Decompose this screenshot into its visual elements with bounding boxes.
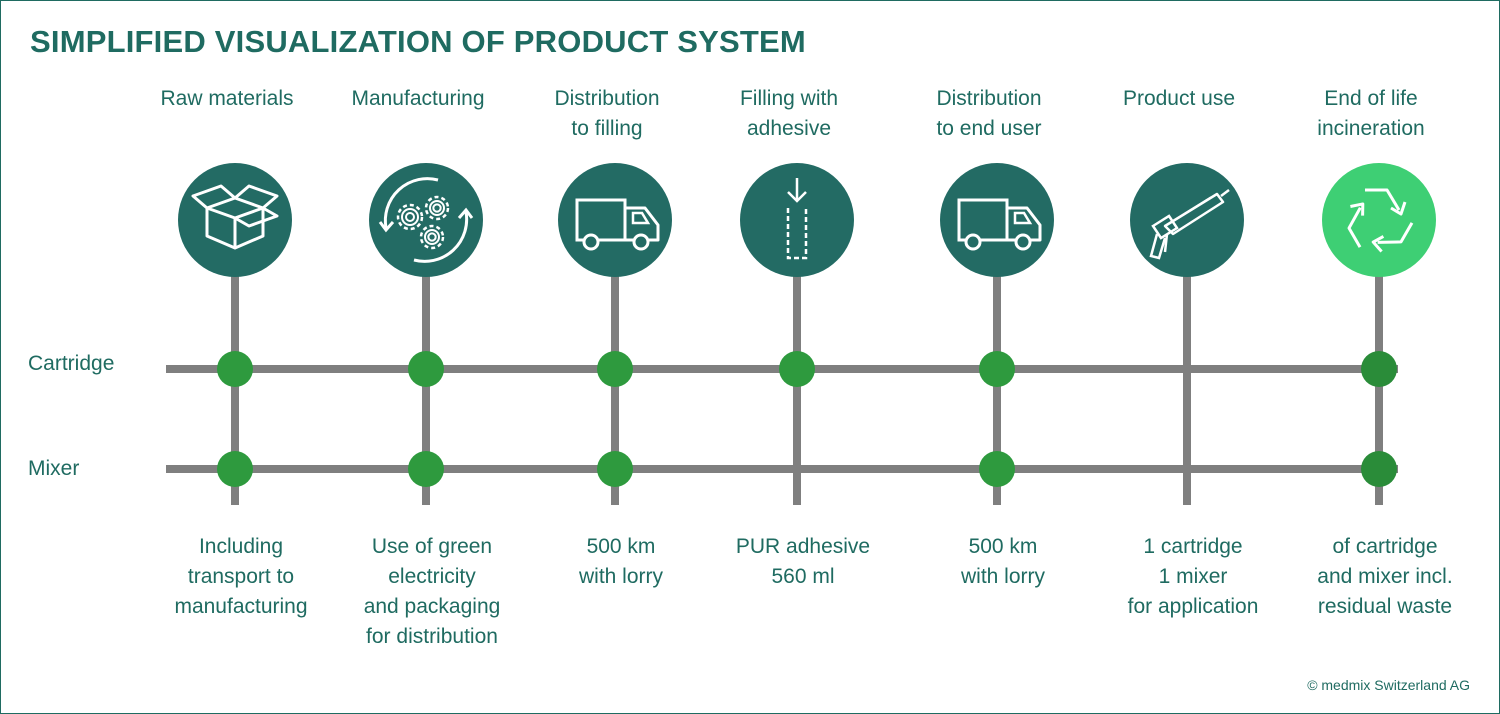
stage-note-line: with lorry [578,565,663,588]
stage-note-line: 500 km [586,535,656,558]
stage-note-line: Use of green [371,535,493,558]
stage-label-line: to end user [936,117,1042,140]
cartridge-node [408,351,444,387]
stage-note-line: electricity [388,565,476,588]
stage-note-line: for distribution [366,625,498,648]
truck-icon [575,198,660,251]
stage-note: PUR adhesive 560 ml [703,532,903,592]
stage-note-line: 1 mixer [1158,565,1228,588]
stage-label-line: Distribution [936,87,1042,110]
row-label-mixer: Mixer [28,457,80,480]
recycle-icon [1347,188,1414,253]
cartridge-node [779,351,815,387]
stage-label: Filling with adhesive [689,84,889,144]
stage-note: 500 km with lorry [521,532,721,592]
stage-label: Distribution to filling [507,84,707,144]
stage-note-line: transport to [187,565,295,588]
stage-note: 1 cartridge 1 mixer for application [1093,532,1293,622]
mixer-node [217,451,253,487]
cartridge-node [597,351,633,387]
stage-icon-2 [369,163,483,277]
stage-note: Including transport to manufacturing [141,532,341,622]
stage-note-line: of cartridge [1332,535,1438,558]
stage-note: Use of green electricity and packaging for … [332,532,532,652]
stage-label-line: Distribution [554,87,660,110]
stage-icon-4 [740,163,854,277]
stage-note-line: PUR adhesive [735,535,871,558]
stage-icon-7 [1322,163,1436,277]
stage-label-line: incineration [1317,117,1425,140]
stage-icon-1 [178,163,292,277]
copyright: © medmix Switzerland AG [1307,677,1470,693]
stage-note: of cartridge and mixer incl. residual wast… [1285,532,1485,622]
stage-label: Distribution to end user [889,84,1089,144]
stage-note-line: Including [198,535,284,558]
stage-note-line: and packaging [363,595,501,618]
stage-label-line: Filling with [739,87,839,110]
stage-circle [1130,163,1244,277]
stage-note-line: and mixer incl. [1317,565,1453,588]
cartridge-node [217,351,253,387]
stage-icon-3 [558,163,672,277]
open-box-icon [191,184,279,250]
mixer-node [408,451,444,487]
mixer-node [1361,451,1397,487]
stage-label-line: Product use [1122,87,1236,110]
stage-note-line: for application [1127,595,1259,618]
stage-note-line: manufacturing [174,595,308,618]
page-title: SIMPLIFIED VISUALIZATION OF PRODUCT SYST… [30,24,806,59]
stage-label-line: adhesive [746,117,832,140]
caulking-gun-icon [1149,189,1230,260]
stage-label-line: Raw materials [160,87,294,110]
stage-icon-6 [1130,163,1244,277]
stage-icon-5 [940,163,1054,277]
gears-cycle-icon [378,177,474,263]
stage-label: Raw materials [127,84,327,114]
stage-label-line: to filling [571,117,643,140]
cartridge-node [1361,351,1397,387]
stage-note-line: with lorry [960,565,1045,588]
stage-circle [1322,163,1436,277]
stage-note-line: 560 ml [771,565,835,588]
stage-note-line: residual waste [1317,595,1453,618]
stage-circle [740,163,854,277]
stage-note-line: 1 cartridge [1143,535,1243,558]
stage-label: Product use [1079,84,1279,114]
cartridge-node [979,351,1015,387]
mixer-node [597,451,633,487]
stage-note: 500 km with lorry [903,532,1103,592]
filling-icon [786,178,808,260]
stage-label: End of life incineration [1271,84,1471,144]
truck-icon [957,198,1042,251]
mixer-node [979,451,1015,487]
stage-label: Manufacturing [318,84,518,114]
stage-label-line: End of life [1324,87,1418,110]
stage-label-line: Manufacturing [351,87,485,110]
row-label-cartridge: Cartridge [28,352,115,375]
stage-note-line: 500 km [968,535,1038,558]
